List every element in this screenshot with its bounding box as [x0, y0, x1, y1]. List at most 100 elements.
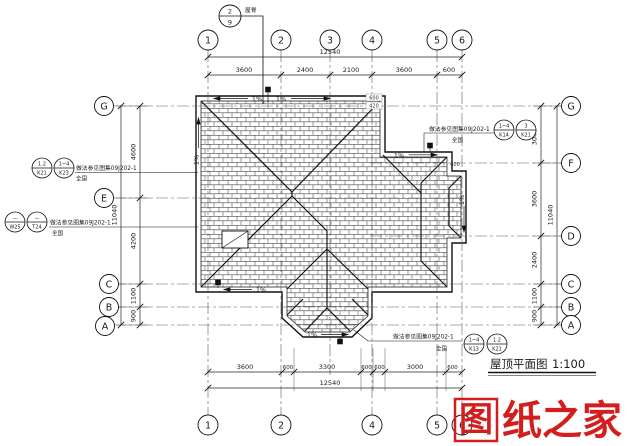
- grid-bubble-left-G: G: [100, 102, 107, 113]
- dim-top-seg-4: 600: [443, 66, 455, 74]
- annotation-top-right: 做法参见图集09J202-1 全国 1~4 K14 3 K21: [429, 119, 537, 144]
- dim-top-seg-2: 2100: [343, 66, 360, 74]
- dim-top-total: 12540: [320, 48, 341, 56]
- dimension-text-right: 3040 3600 2400 1100 900 11040: [531, 129, 555, 322]
- grid-bubble-left-C: C: [106, 280, 113, 291]
- dim-left-seg-3: 900: [130, 310, 138, 322]
- dimension-lines: [120, 56, 558, 389]
- annotation-text: 做法参见图集09J202-1: [393, 333, 454, 341]
- ref-bubble-top: 1~4: [59, 162, 70, 168]
- dim-right-seg-3: 1100: [531, 288, 539, 305]
- annotation-sub: 全国: [452, 136, 464, 144]
- eave-dim-0: 600: [369, 96, 379, 102]
- dim-bot-seg-3: 600: [361, 365, 372, 371]
- ref-bubble-top: 1.2: [493, 338, 501, 344]
- dimension-text-left: 4600 4200 1100 900 11040: [111, 144, 138, 322]
- ref-bubble-top: —: [13, 216, 18, 222]
- eave-dim-labels: 600 420 600: [365, 93, 460, 168]
- dim-top-seg-3: 3600: [396, 66, 413, 74]
- grid-bubble-top-1: 1: [205, 36, 211, 47]
- slope-labels: 1% 1% 1% 1% 1% 1% 1%: [193, 95, 467, 339]
- dim-bot-seg-5: 3000: [407, 363, 424, 371]
- dim-bot-seg-6: 600: [447, 365, 458, 371]
- ref-bubble-bottom: K21: [37, 171, 47, 177]
- roof-outline: [195, 95, 467, 338]
- ref-bubble-bottom: T24: [31, 225, 41, 231]
- annotation-text: 做法参见图集09J202-1: [429, 125, 490, 133]
- annotation-sub: 全国: [52, 229, 64, 237]
- dim-right-total: 11040: [547, 205, 555, 226]
- ref-bubble-top: 1~4: [499, 124, 510, 130]
- detail-marker-label: 屋脊: [245, 6, 257, 14]
- eave-dim-1: 420: [369, 104, 379, 110]
- dim-bot-seg-0: 3600: [237, 363, 254, 371]
- annotation-sub: 全国: [436, 345, 448, 353]
- dim-left-total: 11040: [111, 205, 119, 226]
- watermark-first-char: 图: [459, 400, 493, 440]
- drawing-title: 屋顶平面图: [490, 357, 548, 371]
- detail-marker-number: 2: [228, 8, 232, 16]
- slope-label: 1%: [458, 195, 466, 205]
- grid-bubble-right-G: G: [567, 102, 574, 113]
- grid-bubble-top-3: 3: [327, 36, 333, 47]
- ref-bubble-bottom: K13: [469, 347, 479, 353]
- slope-label: 1%: [276, 95, 286, 103]
- dim-left-seg-1: 4200: [130, 233, 138, 250]
- drawing-title-block: 屋顶平面图 1:100: [488, 357, 596, 376]
- slope-label: 1%: [256, 286, 266, 294]
- grid-bubble-bottom-2: 2: [278, 421, 284, 432]
- annotation-sub: 全国: [76, 175, 88, 183]
- grid-bubble-right-A: A: [568, 321, 575, 332]
- grid-bubbles: 1 2 3 4 5 6 1 2 4 5 6 G E C B A G F D C …: [94, 29, 581, 436]
- grid-bubble-right-F: F: [568, 159, 573, 170]
- ref-bubble-bottom: K21: [492, 347, 502, 353]
- dim-right-seg-0: 3040: [531, 129, 539, 146]
- grid-bubble-left-B: B: [106, 303, 113, 314]
- grid-bubble-bottom-6: 6: [459, 421, 465, 432]
- grid-bubble-bottom-5: 5: [434, 421, 440, 432]
- grid-bubble-top-6: 6: [459, 36, 465, 47]
- ref-bubble-bottom: W25: [9, 225, 20, 231]
- dim-left-seg-0: 4600: [130, 144, 138, 161]
- rainwater-outlet-icons: [215, 86, 433, 345]
- grid-lines: [114, 50, 561, 415]
- grid-bubble-left-E: E: [101, 194, 107, 205]
- ref-bubble-top: 3: [524, 124, 527, 130]
- ref-bubble-top: 1.2: [38, 162, 46, 168]
- grid-bubble-right-D: D: [567, 232, 574, 243]
- grid-bubble-left-A: A: [102, 322, 109, 333]
- grid-bubble-top-5: 5: [434, 36, 440, 47]
- detail-marker-sheet: 9: [228, 19, 232, 27]
- grid-bubble-top-2: 2: [278, 36, 284, 47]
- annotation-text: 做法参见图集09J202-1: [76, 164, 137, 172]
- annotation-left-lower: — W25 — T24 做法参见图集09J202-1 全国: [4, 211, 111, 237]
- dim-right-seg-4: 900: [531, 310, 539, 322]
- slope-annotations: [196, 94, 467, 337]
- ref-bubble-bottom: K21: [521, 133, 531, 139]
- slope-label: 1%: [252, 95, 262, 103]
- dim-bot-seg-4: 600: [374, 365, 385, 371]
- dim-left-seg-2: 1100: [130, 288, 138, 305]
- grid-bubble-right-C: C: [568, 280, 575, 291]
- dim-bot-seg-1: 600: [283, 365, 294, 371]
- slope-label: 1%: [394, 152, 404, 160]
- annotation-leaders: [49, 132, 497, 342]
- ref-bubble-bottom: K23: [59, 171, 69, 177]
- dim-top-seg-1: 2400: [297, 66, 314, 74]
- grid-bubble-bottom-1: 1: [205, 421, 211, 432]
- dim-right-seg-1: 3600: [531, 191, 539, 208]
- dimension-ticks: [117, 53, 561, 392]
- slope-label: 1%: [307, 331, 317, 339]
- roof-skylight: [221, 230, 249, 249]
- drawing-scale: 1:100: [552, 357, 585, 371]
- watermark-text: 纸之家: [502, 398, 622, 444]
- annotation-left-upper: 1.2 K21 1~4 K23 做法参见图集09J202-1 全国: [31, 157, 137, 183]
- grid-bubble-bottom-4: 4: [369, 421, 375, 432]
- ref-bubble-top: —: [35, 216, 40, 222]
- dimension-text-bottom: 3600 600 3300 600 600 3000 600 12540: [237, 363, 459, 387]
- grid-bubble-top-4: 4: [369, 36, 375, 47]
- slope-label: 1%: [193, 155, 201, 165]
- watermark-box: [453, 397, 499, 443]
